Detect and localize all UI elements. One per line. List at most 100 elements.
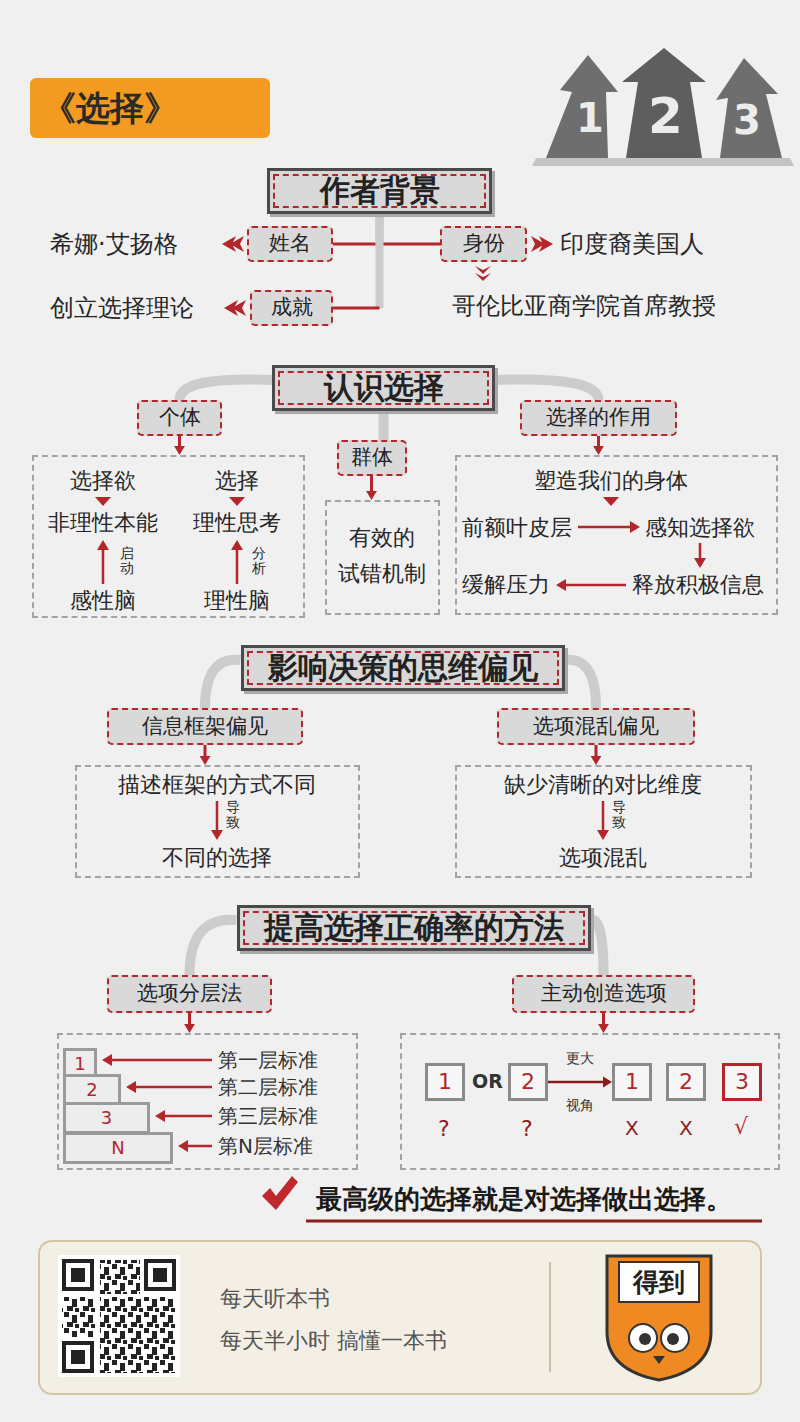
content-group: OR更大视角??XX√12123: [400, 1033, 780, 1170]
node-text: 释放积极信息: [632, 572, 764, 598]
content-group: 选择欲选择非理性本能理性思考启动分析感性脑理性脑: [32, 455, 305, 618]
node-text: 2: [679, 1069, 693, 1095]
node-text: 第N层标准: [218, 1134, 313, 1158]
option-box: 2: [666, 1063, 706, 1101]
category-box: 主动创造选项: [512, 975, 695, 1013]
owl-eye: [629, 1324, 657, 1352]
node-text: 不同的选择: [162, 845, 272, 871]
node-text: 得到: [619, 1264, 699, 1300]
option-box: 1: [425, 1063, 465, 1101]
qr-finder: [66, 1263, 172, 1369]
node-text: 第三层标准: [218, 1104, 318, 1128]
qr-ground: [58, 1255, 180, 1377]
node-text: 提高选择正确率的方法: [264, 910, 564, 946]
step-box: N: [63, 1132, 173, 1164]
connector: [565, 660, 597, 708]
owl-beak: [653, 1356, 665, 1364]
arrow-head: [200, 756, 211, 765]
owl-pupil: [639, 1333, 651, 1345]
node-text: 视角: [566, 1097, 594, 1114]
node-text: 选项混乱偏见: [533, 714, 659, 739]
owl-pupil: [667, 1333, 679, 1345]
qr-modules: [62, 1297, 96, 1337]
connector: [333, 214, 380, 244]
content-group: 塑造我们的身体前额叶皮层感知选择欲缓解压力释放积极信息: [455, 455, 778, 615]
node-text: 导致: [226, 800, 240, 831]
section-header: 影响决策的思维偏见: [241, 645, 565, 691]
node-text: 选择: [215, 468, 259, 494]
label-text: 3: [733, 96, 761, 144]
node-text: 2: [521, 1069, 535, 1095]
node-text: 成就: [271, 295, 313, 320]
category-box: 信息框架偏见: [107, 708, 303, 745]
node-text: 缓解压力: [462, 572, 550, 598]
node-text: 非理性本能: [48, 510, 158, 536]
check-mark: [262, 1176, 298, 1210]
footer-divider: [549, 1262, 551, 1372]
label-text: 印度裔美国人: [560, 230, 704, 259]
connector-line: [190, 920, 237, 975]
category-box: 群体: [337, 440, 407, 476]
qr-finder: [71, 1268, 167, 1364]
connector-line: [379, 411, 389, 440]
connector: [598, 1013, 609, 1033]
connector: [333, 214, 380, 308]
step-box: 3: [63, 1102, 150, 1134]
title-banner: 《选择》: [30, 78, 270, 138]
connector: [383, 411, 384, 440]
road-base: [532, 158, 794, 166]
connector: [495, 379, 599, 400]
connector: [591, 920, 604, 975]
label-text: 2: [648, 86, 683, 146]
title-text: 《选择》: [30, 88, 178, 129]
label-text: 哥伦比亚商学院首席教授: [452, 292, 716, 321]
node-text: 第二层标准: [218, 1075, 318, 1099]
caption-underline: [306, 1220, 762, 1223]
content-group: 描述框架的方式不同导致不同的选择: [75, 765, 360, 878]
connector: [180, 379, 273, 400]
label-text: 创立选择理论: [50, 294, 194, 323]
owl-eye: [661, 1324, 689, 1352]
caption-text: 最高级的选择就是对选择做出选择。: [316, 1184, 732, 1215]
node-text: 影响决策的思维偏见: [268, 650, 538, 686]
connector-line: [205, 660, 241, 708]
road-arrow: [622, 48, 706, 158]
connector: [200, 745, 211, 765]
node-text: 3: [101, 1107, 112, 1129]
category-box: 个体: [137, 400, 222, 436]
red-chevron: [95, 236, 619, 506]
connector-line: [380, 243, 441, 246]
arrow-head: [598, 1024, 609, 1033]
node-text: 信息框架偏见: [142, 714, 268, 739]
category-box: 成就: [250, 290, 333, 326]
node-text: ?: [438, 1116, 450, 1142]
node-text: 主动创造选项: [541, 981, 667, 1006]
qr-modules: [100, 1297, 176, 1373]
node-text: 每天半小时 搞懂一本书: [220, 1328, 447, 1354]
footer-panel: 每天听本书每天半小时 搞懂一本书得到: [38, 1240, 762, 1395]
node-text: 感知选择欲: [645, 515, 755, 541]
node-text: 认识选择: [324, 370, 444, 406]
shield-outline: [607, 1256, 711, 1380]
connector: [184, 1013, 195, 1033]
label-text: 希娜·艾扬格: [50, 230, 178, 259]
connector: [174, 436, 185, 455]
node-text: 个体: [159, 405, 201, 430]
node-text: 2: [86, 1079, 97, 1101]
node-text: 身份: [463, 231, 505, 256]
category-box: 姓名: [247, 226, 333, 262]
node-text: OR: [472, 1070, 503, 1093]
footer-ground: [38, 1240, 762, 1395]
connector-line: [548, 1081, 606, 1084]
node-text: 选择的作用: [546, 405, 651, 430]
node-text: 导致: [612, 800, 626, 831]
road-arrow: [716, 58, 782, 158]
connector-line: [180, 379, 273, 400]
node-text: 姓名: [269, 231, 311, 256]
arrow-head: [184, 1024, 195, 1033]
node-text: 感性脑: [70, 588, 136, 614]
node-text: 选项分层法: [137, 981, 242, 1006]
node-text: 前额叶皮层: [462, 515, 572, 541]
arrow-head: [593, 446, 604, 455]
qr-modules: [100, 1260, 140, 1294]
